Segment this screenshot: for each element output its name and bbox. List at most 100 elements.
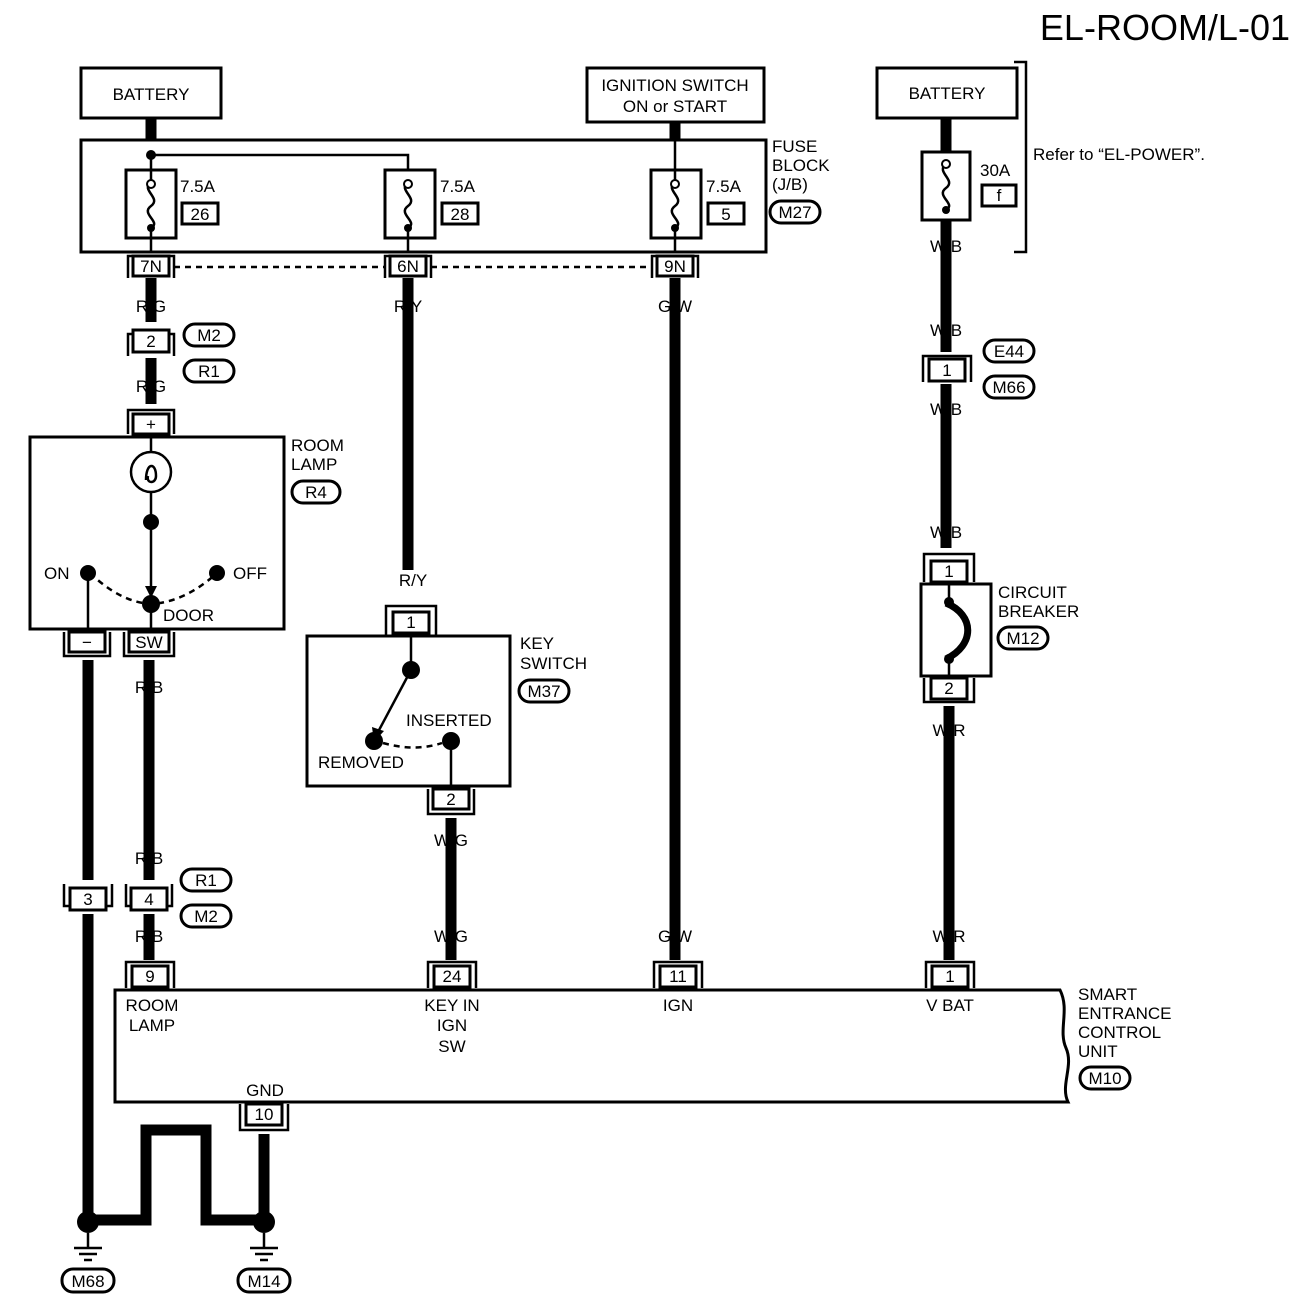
wire-b-gnd-left: B <box>82 1171 93 1190</box>
ignition-line1: IGNITION SWITCH <box>601 76 748 95</box>
wire-b-gnd-right: B <box>258 1171 269 1190</box>
room-lamp-pos-on: ON <box>44 564 70 583</box>
wire-wr-lower: W/R <box>932 927 965 946</box>
fusible-link-30a: 30A f Refer to “EL-POWER”. <box>920 60 1205 254</box>
key-switch-term-1: 1 <box>406 613 415 632</box>
scu-pin-9-name-1: ROOM <box>126 996 179 1015</box>
key-switch-output: 2 W/G W/G <box>426 787 476 960</box>
door-wire-rb: R/B R/B <box>135 660 163 880</box>
wire-wb-4: W/B <box>930 523 962 542</box>
room-lamp-feed: R/G 2 M2 R1 R/G + <box>126 278 236 436</box>
room-lamp-label-2: LAMP <box>291 455 337 474</box>
connector-pin-1-e44: 1 <box>942 361 951 380</box>
fuse-block-label-1: FUSE <box>772 137 817 156</box>
fuse-28: 7.5A 28 <box>383 168 480 252</box>
circuit-breaker-term-2: 2 <box>944 679 953 698</box>
battery-left: BATTERY <box>79 66 223 120</box>
ign-wire: G/W G/W <box>658 278 692 960</box>
fuse-28-number: 28 <box>451 205 470 224</box>
wire-wr-upper: W/R <box>932 721 965 740</box>
wire-b-2: B <box>82 849 93 868</box>
fuse-26-number: 26 <box>191 205 210 224</box>
ground-wiring: B B B B <box>82 1124 270 1226</box>
fusible-link-rating: 30A <box>980 161 1011 180</box>
room-lamp-term-minus: − <box>82 633 92 652</box>
scu-pin-9-name-2: LAMP <box>129 1016 175 1035</box>
wire-ry-upper: R/Y <box>394 297 422 316</box>
wire-gw-lower: G/W <box>658 927 692 946</box>
scu-pin-24-name-1: KEY IN <box>424 996 479 1015</box>
wire-wg-lower: W/G <box>434 927 468 946</box>
scu-pin-1: 1 <box>945 967 954 986</box>
scu-pin-1-name: V BAT <box>926 996 974 1015</box>
scu-gnd-label: GND <box>246 1081 284 1100</box>
terminal-6n: 6N <box>383 254 433 278</box>
circuit-breaker-label-2: BREAKER <box>998 602 1079 621</box>
room-lamp-term-plus: + <box>146 415 156 434</box>
wire-gw-upper: G/W <box>658 297 692 316</box>
room-lamp-pos-off: OFF <box>233 564 267 583</box>
wire-rb-3: R/B <box>135 927 163 946</box>
scu-pin-11-name: IGN <box>663 996 693 1015</box>
scu-pin-9: 9 <box>145 967 154 986</box>
scu-pin-24-name-3: SW <box>438 1037 465 1056</box>
scu-pin-24-name-2: IGN <box>437 1016 467 1035</box>
fuse-5-rating: 7.5A <box>706 177 742 196</box>
room-lamp-label-1: ROOM <box>291 436 344 455</box>
terminal-9n: 9N <box>650 254 700 278</box>
wire-b-1: B <box>82 678 93 697</box>
terminal-7n-label: 7N <box>140 257 162 276</box>
key-switch-pos-removed: REMOVED <box>318 753 404 772</box>
ground-m14-label: M14 <box>247 1272 280 1291</box>
battery-left-label: BATTERY <box>113 85 190 104</box>
fusible-link-id: f <box>997 186 1002 205</box>
scu-label-1: SMART <box>1078 985 1137 1004</box>
key-switch: INSERTED REMOVED KEY SWITCH M37 <box>305 634 587 788</box>
key-switch-label-2: SWITCH <box>520 654 587 673</box>
fuse-26: 7.5A 26 <box>124 155 220 252</box>
wire-rg-upper: R/G <box>136 297 166 316</box>
wire-wb-2: W/B <box>930 321 962 340</box>
wire-rb-2: R/B <box>135 849 163 868</box>
scu-label-3: CONTROL <box>1078 1023 1161 1042</box>
fuse-block-label-2: BLOCK <box>772 156 830 175</box>
battery-right: BATTERY <box>875 66 1019 120</box>
circuit-breaker: 1 2 CIRCUIT BREAKER M12 <box>919 552 1079 704</box>
room-lamp-pos-door: DOOR <box>163 606 214 625</box>
scu-label-2: ENTRANCE <box>1078 1004 1172 1023</box>
fuse-block-label-3: (J/B) <box>772 175 808 194</box>
circuit-breaker-term-1: 1 <box>944 562 953 581</box>
wire-wb-1: W/B <box>930 237 962 256</box>
fuse-5-number: 5 <box>721 205 730 224</box>
room-lamp-connector: R4 <box>305 483 327 502</box>
ignition-switch: IGNITION SWITCH ON or START <box>585 66 766 124</box>
key-switch-feed: R/Y R/Y 1 <box>384 278 438 636</box>
fuse-5: 7.5A 5 <box>649 140 746 252</box>
fuse-block-connector: M27 <box>778 203 811 222</box>
key-switch-label-1: KEY <box>520 634 554 653</box>
connector-m2-top: M2 <box>197 326 221 345</box>
scu-connector: M10 <box>1088 1069 1121 1088</box>
circuit-breaker-label-1: CIRCUIT <box>998 583 1067 602</box>
fusible-link-note: Refer to “EL-POWER”. <box>1033 145 1205 164</box>
vbat-output: W/R W/R <box>932 706 966 960</box>
connector-pin-2: 2 <box>146 332 155 351</box>
wire-wb-3: W/B <box>930 400 962 419</box>
ignition-line2: ON or START <box>623 97 727 116</box>
room-lamp-terminals: − SW <box>62 630 176 658</box>
fuse-28-rating: 7.5A <box>440 177 476 196</box>
connector-pin-4: 4 <box>144 890 153 909</box>
battery-right-label: BATTERY <box>909 84 986 103</box>
room-lamp: ON OFF DOOR ROOM LAMP R4 <box>28 435 344 631</box>
ground-m68-label: M68 <box>71 1272 104 1291</box>
ground-m68: M68 <box>60 1211 116 1294</box>
terminal-6n-label: 6N <box>397 257 419 276</box>
wire-ry-lower: R/Y <box>399 571 427 590</box>
wire-b-3: B <box>82 927 93 946</box>
connector-m66: M66 <box>992 378 1025 397</box>
fuse-26-rating: 7.5A <box>180 177 216 196</box>
room-lamp-term-sw: SW <box>135 633 162 652</box>
connector-e44: E44 <box>994 342 1024 361</box>
wire-wg-upper: W/G <box>434 831 468 850</box>
